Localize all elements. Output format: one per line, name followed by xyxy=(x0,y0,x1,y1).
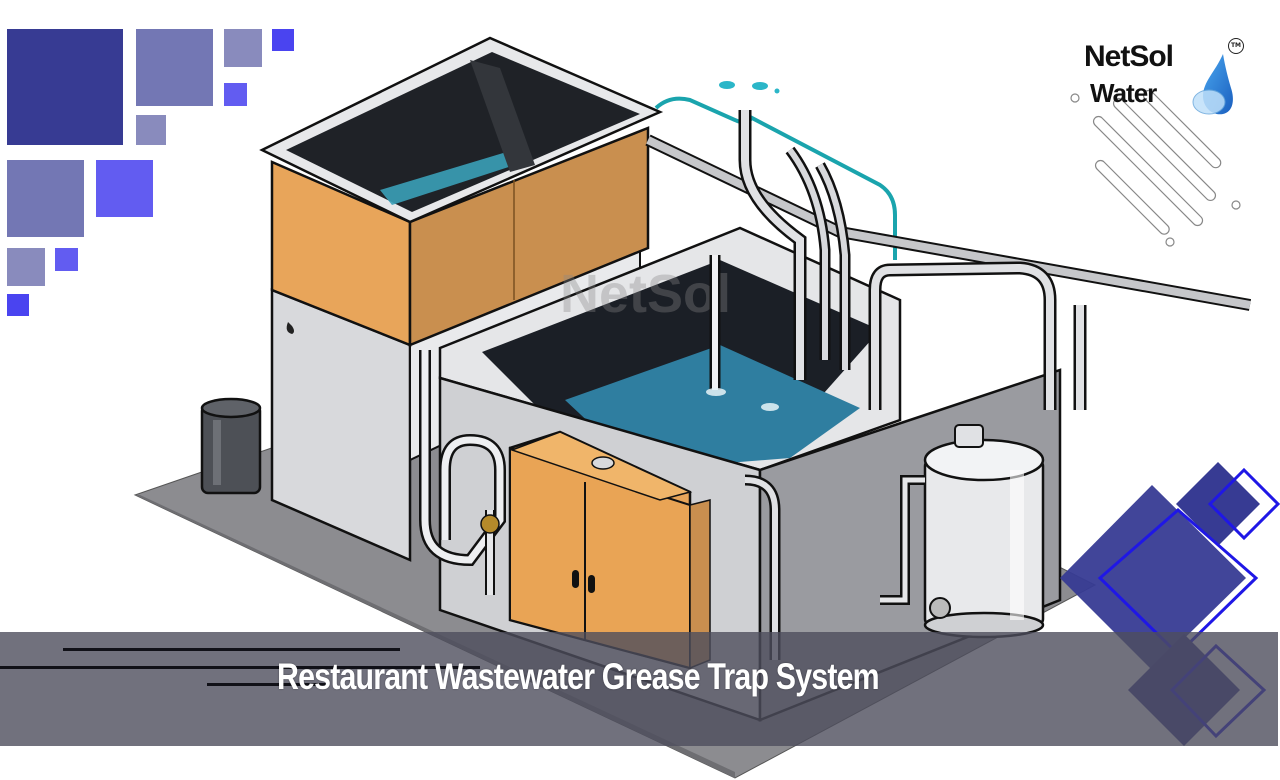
water-splash xyxy=(706,388,779,411)
decor-square-large xyxy=(7,29,123,145)
decor-square xyxy=(7,160,84,237)
sink-basin xyxy=(259,36,664,347)
svg-text:NetSol: NetSol xyxy=(560,264,731,324)
decor-square xyxy=(224,83,247,106)
pressure-tank xyxy=(880,424,1045,639)
decor-square xyxy=(96,160,153,217)
logo-text-line2: Water xyxy=(1090,78,1157,108)
trash-bin xyxy=(200,397,262,495)
logo-text-line1: NetSol xyxy=(1084,40,1174,73)
banner-line xyxy=(0,666,480,669)
water-drops xyxy=(719,81,780,94)
storage-cabinet xyxy=(508,430,711,670)
banner-line xyxy=(63,648,400,651)
decor-square xyxy=(224,29,262,67)
title-banner xyxy=(0,632,1278,746)
drain-pipe-loop xyxy=(419,350,506,595)
decor-diagonal-lines xyxy=(1070,89,1241,247)
decor-square xyxy=(55,248,78,271)
water-drop-icon xyxy=(1192,54,1233,115)
decor-square xyxy=(136,29,213,106)
decor-square xyxy=(136,115,166,145)
page-title: Restaurant Wastewater Grease Trap System xyxy=(277,656,880,697)
inlet-pipes xyxy=(709,110,1087,410)
trademark-badge: TM xyxy=(1228,38,1244,54)
banner-line xyxy=(207,683,327,686)
decor-square xyxy=(272,29,294,51)
decor-square xyxy=(7,294,29,316)
netsol-water-logo: NetSol Water TM xyxy=(1080,38,1244,128)
decor-square xyxy=(7,248,45,286)
